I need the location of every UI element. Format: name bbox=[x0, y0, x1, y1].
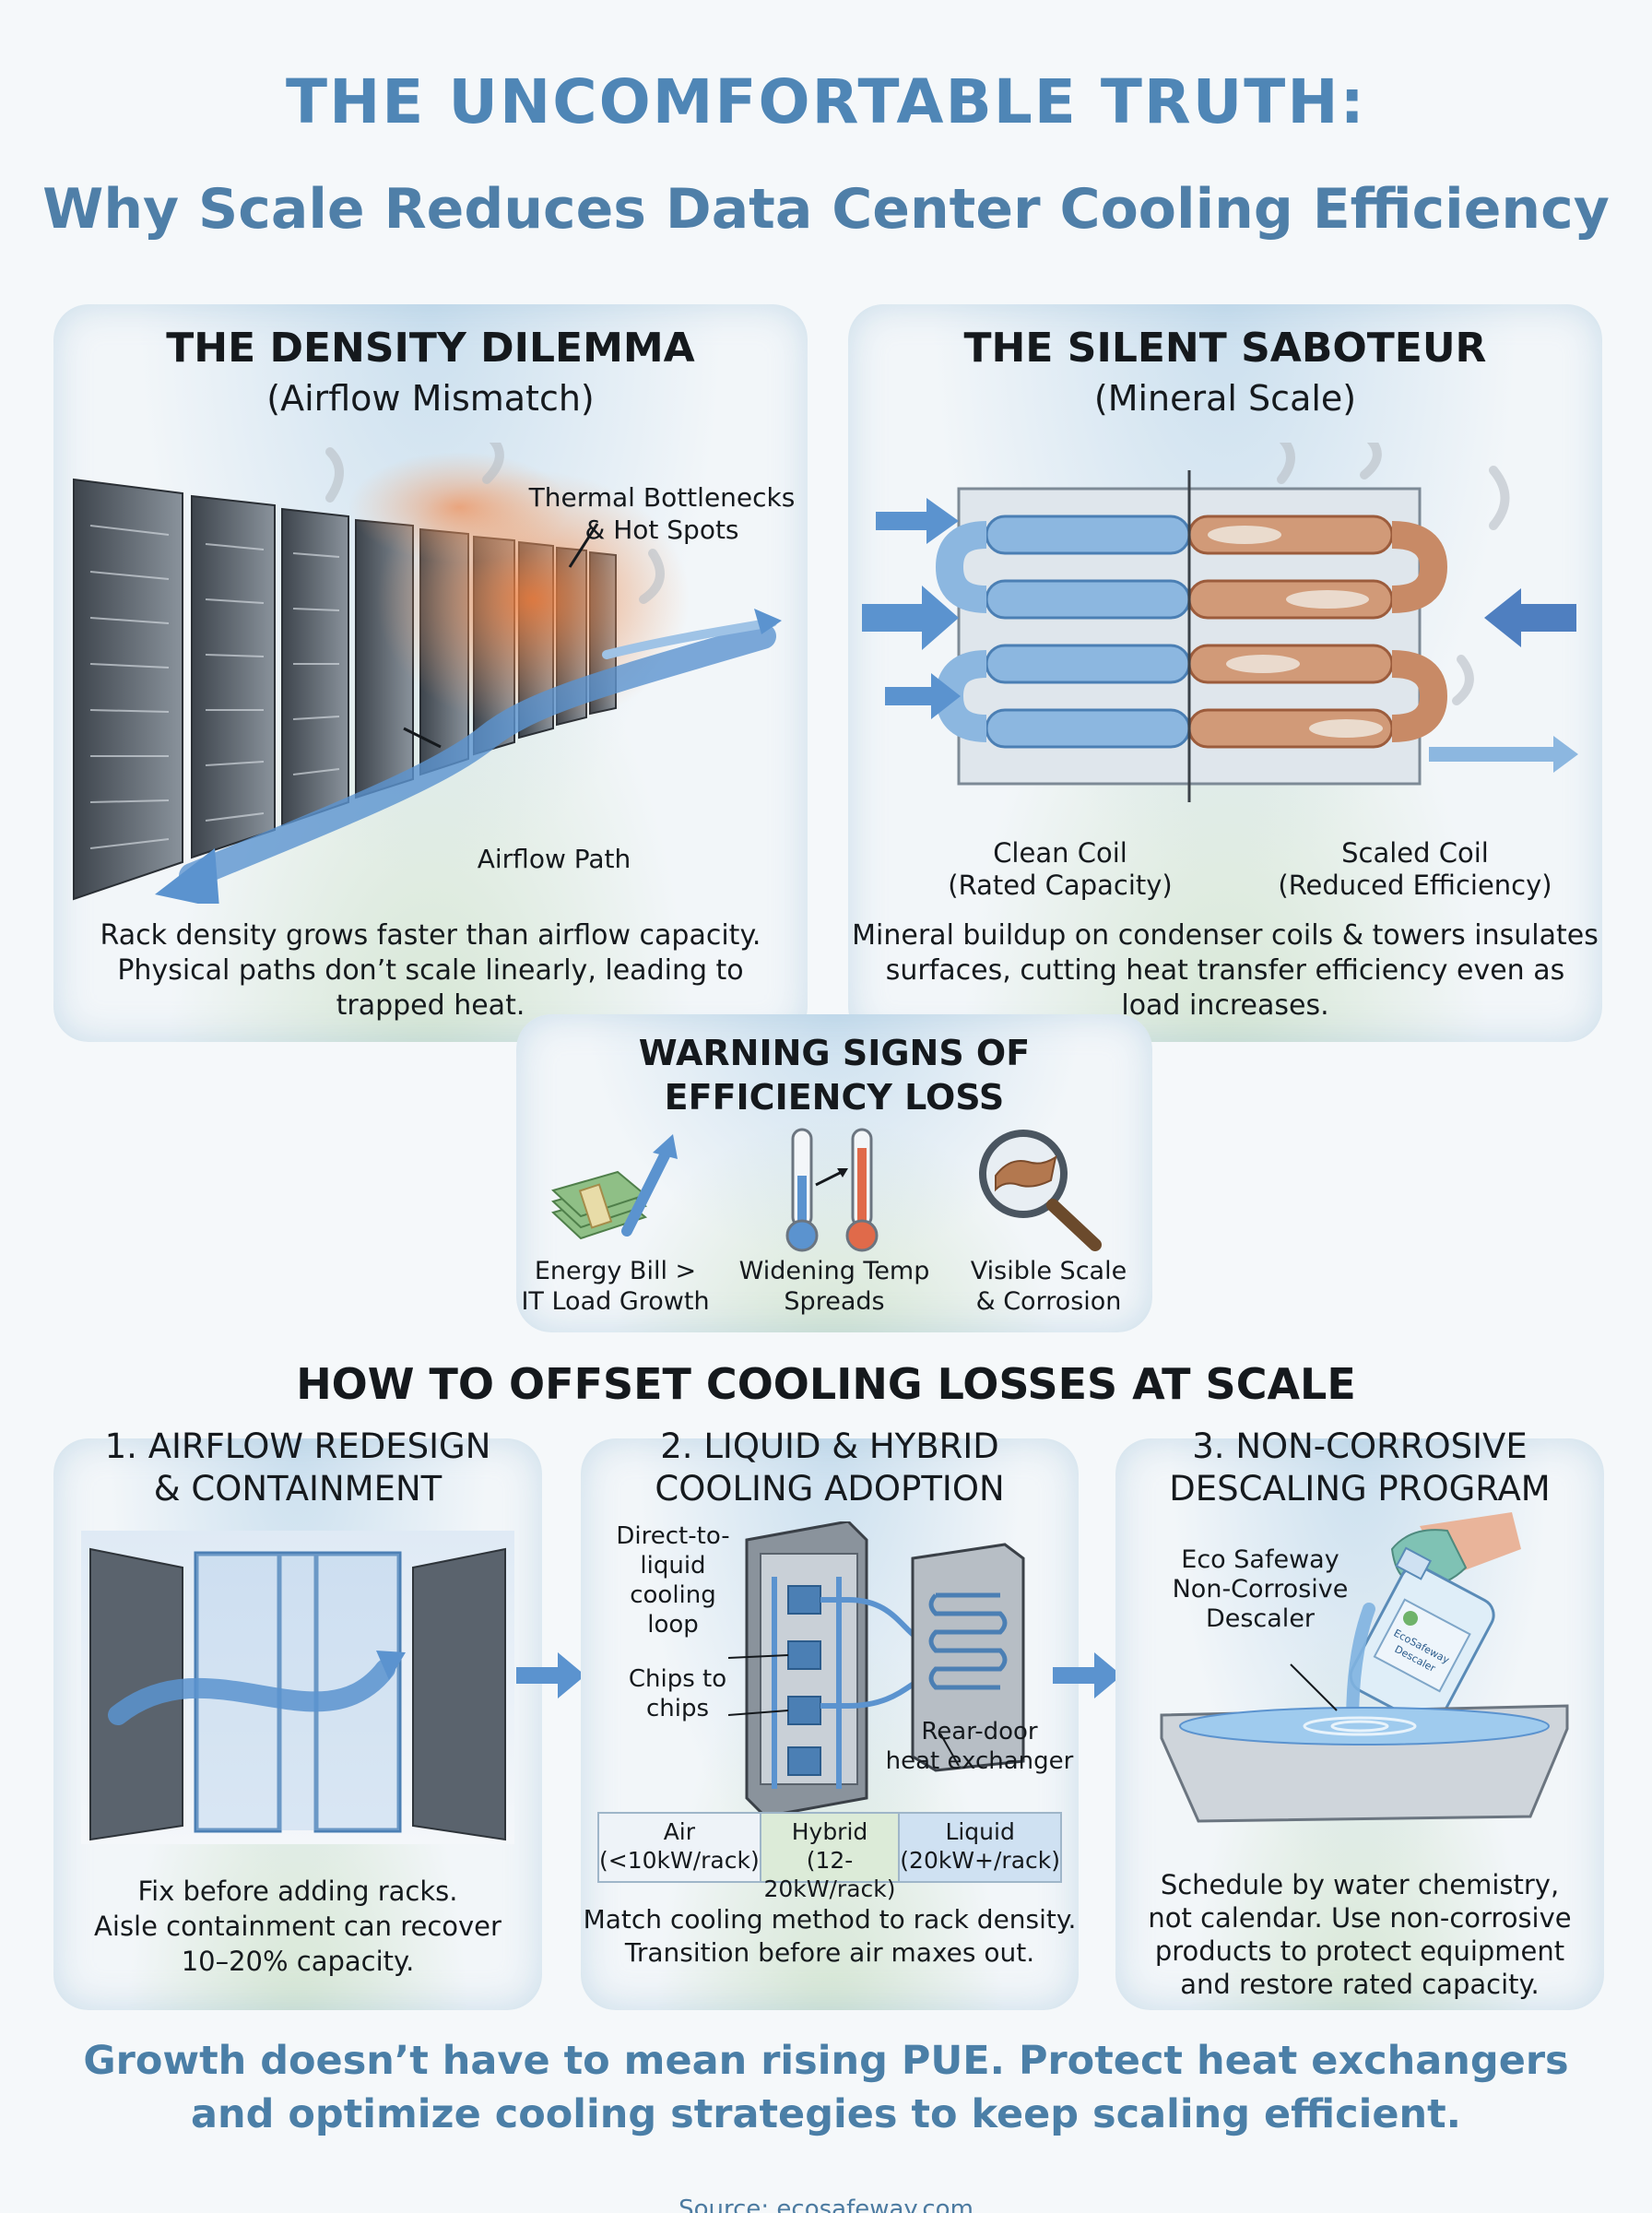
silent-saboteur-panel: THE SILENT SABOTEUR (Mineral Scale) bbox=[848, 304, 1602, 1042]
heat-smoke bbox=[1277, 443, 1510, 705]
step-arrow-1 bbox=[516, 1652, 585, 1698]
warning-signs-panel: WARNING SIGNS OF EFFICIENCY LOSS Energy … bbox=[516, 1014, 1152, 1332]
water-swirl bbox=[1303, 1716, 1417, 1736]
airflow-arrow-head bbox=[155, 848, 219, 904]
condenser-coil-illustration bbox=[862, 443, 1578, 802]
density-dilemma-subtitle: (Airflow Mismatch) bbox=[266, 378, 595, 419]
liquid-cooling-illustration bbox=[728, 1521, 1025, 1817]
warning-item-temp-spreads: Widening Temp Spreads bbox=[738, 1257, 930, 1316]
label-direct-to-liquid: Direct-to- liquid cooling loop bbox=[616, 1522, 730, 1639]
step-arrow-2 bbox=[1053, 1652, 1122, 1698]
magnifier-icon bbox=[979, 1130, 1102, 1251]
source-credit: Source: ecosafeway.com bbox=[678, 2195, 974, 2213]
step-descaling-title: 3. NON-CORROSIVE DESCALING PROGRAM bbox=[1169, 1426, 1551, 1509]
airflow-ribbon bbox=[179, 623, 776, 889]
server-racks-illustration bbox=[73, 443, 782, 904]
main-title: THE UNCOMFORTABLE TRUTH: bbox=[286, 66, 1366, 137]
descaler-bottle-icon: EcoSafeway Descaler bbox=[1349, 1546, 1495, 1726]
contained-airflow-ribbon bbox=[108, 1659, 395, 1725]
airflow-pointer bbox=[403, 727, 442, 749]
label-airflow-path: Airflow Path bbox=[477, 844, 631, 874]
step-liquid-title: 2. LIQUID & HYBRID COOLING ADOPTION bbox=[655, 1426, 1005, 1509]
step-liquid-caption: Match cooling method to rack density. Tr… bbox=[583, 1904, 1077, 1968]
thermometer-icon bbox=[785, 1128, 879, 1252]
label-clean-coil: Clean Coil (Rated Capacity) bbox=[948, 837, 1173, 901]
density-cell-hybrid: Hybrid (12-20kW/rack) bbox=[759, 1814, 901, 1902]
warning-signs-title: WARNING SIGNS OF EFFICIENCY LOSS bbox=[638, 1033, 1031, 1118]
label-rear-door: Rear-door heat exchanger bbox=[885, 1718, 1074, 1775]
clean-coil-tubes bbox=[935, 515, 1191, 749]
offset-section-heading: HOW TO OFFSET COOLING LOSSES AT SCALE bbox=[296, 1359, 1356, 1409]
aisle-containment-illustration bbox=[81, 1531, 514, 1844]
rack-right bbox=[412, 1547, 506, 1841]
clean-inflow-arrows bbox=[862, 498, 961, 719]
label-hotspots: Thermal Bottlenecks & Hot Spots bbox=[528, 482, 796, 545]
density-cell-liquid: Liquid (20kW+/rack) bbox=[900, 1814, 1060, 1881]
label-eco-safeway-descaler: Eco Safeway Non-Corrosive Descaler bbox=[1172, 1545, 1349, 1633]
label-scaled-coil: Scaled Coil (Reduced Efficiency) bbox=[1278, 837, 1552, 901]
cooling-density-table: Air (<10kW/rack) Hybrid (12-20kW/rack) L… bbox=[597, 1812, 1062, 1902]
descaling-illustration: EcoSafeway Descaler bbox=[1160, 1512, 1569, 1823]
density-dilemma-caption: Rack density grows faster than airflow c… bbox=[100, 919, 761, 1022]
warning-item-energy-bill: Energy Bill > IT Load Growth bbox=[521, 1257, 710, 1316]
chip-modules bbox=[787, 1585, 821, 1776]
mineral-scale-deposits bbox=[1208, 526, 1383, 738]
label-chips-to-chips: Chips to chips bbox=[628, 1665, 727, 1722]
silent-saboteur-title: THE SILENT SABOTEUR bbox=[963, 325, 1487, 372]
hotspot-pointer bbox=[568, 523, 599, 568]
step-airflow-title: 1. AIRFLOW REDESIGN & CONTAINMENT bbox=[104, 1426, 491, 1509]
heat-smoke bbox=[325, 443, 665, 604]
warning-item-visible-scale: Visible Scale & Corrosion bbox=[970, 1257, 1127, 1316]
rear-door-heat-exchanger bbox=[911, 1543, 1025, 1772]
step-airflow-caption: Fix before adding racks. Aisle containme… bbox=[94, 1876, 502, 1977]
money-arrow-icon bbox=[551, 1134, 678, 1240]
outflow-arrow bbox=[1429, 736, 1578, 773]
footer-message: Growth doesn’t have to mean rising PUE. … bbox=[83, 2038, 1569, 2137]
silent-saboteur-subtitle: (Mineral Scale) bbox=[1093, 378, 1357, 419]
step-descaling-caption: Schedule by water chemistry, not calenda… bbox=[1148, 1869, 1572, 2000]
tank-water bbox=[1179, 1707, 1550, 1746]
main-subtitle: Why Scale Reduces Data Center Cooling Ef… bbox=[42, 177, 1610, 242]
density-dilemma-title: THE DENSITY DILEMMA bbox=[166, 325, 695, 372]
density-dilemma-panel: THE DENSITY DILEMMA (Airflow Mismatch) bbox=[53, 304, 808, 1042]
silent-saboteur-caption: Mineral buildup on condenser coils & tow… bbox=[852, 919, 1599, 1022]
density-cell-air: Air (<10kW/rack) bbox=[599, 1814, 760, 1881]
scaled-inflow-arrow bbox=[1484, 588, 1576, 647]
